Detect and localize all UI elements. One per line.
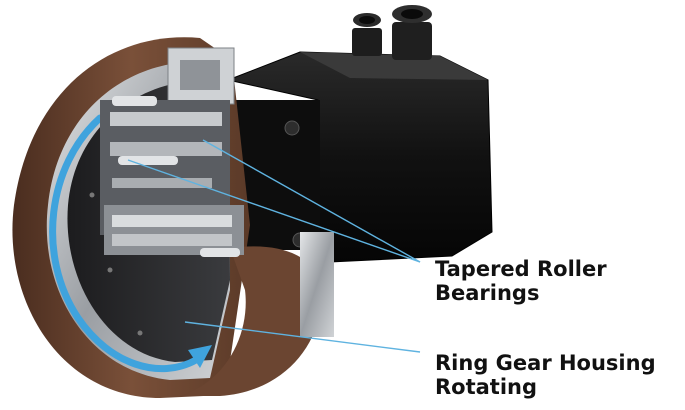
roller-row [112, 178, 212, 188]
screw-icon [112, 96, 157, 106]
callout-ring-gear-housing: Ring Gear Housing Rotating [435, 351, 656, 399]
roller-row [112, 234, 232, 246]
motor-top-face [300, 52, 488, 80]
callout-bearings-line2: Bearings [435, 281, 540, 305]
lower-gear-block [104, 205, 244, 255]
roller-row [110, 112, 222, 126]
screw-icon [200, 248, 240, 257]
rotation-arrowhead-icon [188, 345, 212, 368]
tire-cut-face [180, 246, 323, 396]
cable-gland-left [352, 13, 382, 56]
callout-tapered-roller-bearings: Tapered Roller Bearings [435, 257, 607, 305]
callout-housing-line2: Rotating [435, 375, 538, 399]
housing-bolt-icon [107, 267, 113, 273]
housing-bolt-icon [137, 330, 143, 336]
callout-housing-line1: Ring Gear Housing [435, 351, 656, 375]
rotation-arrow [49, 114, 200, 373]
servo-motor [226, 5, 493, 263]
roller-row [110, 142, 222, 156]
flange-bolt-icon [284, 120, 300, 136]
gear-internals [100, 47, 334, 337]
cable-gland-right [392, 5, 432, 60]
screw-icon [118, 156, 178, 165]
leader-line-housing [184, 321, 421, 353]
output-flange [300, 232, 334, 337]
leader-line-bearings-lower [127, 159, 421, 263]
roller-row [112, 215, 232, 227]
callout-bearings-line1: Tapered Roller [435, 257, 607, 281]
housing-bolt-icon [89, 192, 95, 198]
top-bearing-slot [180, 60, 220, 90]
leader-line-bearings-upper [202, 139, 421, 263]
callout-leader-lines [127, 139, 421, 353]
